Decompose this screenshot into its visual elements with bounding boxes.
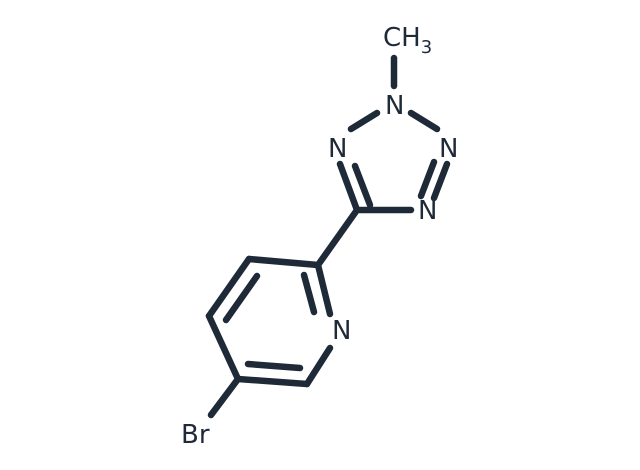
atom-n-left: N <box>328 134 347 164</box>
bond-c6-npy <box>303 344 334 388</box>
bond-c4-c5py <box>205 312 242 383</box>
bond-c3-c4-double <box>222 272 261 324</box>
bond-n2-n1 <box>347 109 381 133</box>
bond-n1-c5-double <box>351 162 374 209</box>
methyl-label: CH3 <box>383 23 432 58</box>
bonds <box>205 54 451 419</box>
bond-npy-c2 <box>314 261 334 318</box>
bond-npy-c2-double <box>300 271 318 316</box>
atom-n-right-bottom: N <box>418 196 437 226</box>
atom-n-methyl: N <box>385 91 404 121</box>
bond-n2-n3 <box>407 109 441 133</box>
bond-c5-c2py <box>314 206 361 269</box>
bond-c5py-c6-double <box>244 360 304 372</box>
atom-n-right-top: N <box>439 134 458 164</box>
bond-n3-n4 <box>430 160 451 202</box>
atom-n-pyridine: N <box>332 316 351 346</box>
bond-c2-c3 <box>245 255 322 269</box>
bond-c5py-c6 <box>234 375 311 388</box>
bond-n3-n4-double <box>417 158 438 200</box>
atom-labels: CH3 N N N N N Br <box>181 23 458 450</box>
bond-c3-c4 <box>205 255 253 320</box>
bond-n1-c5 <box>336 160 361 214</box>
atom-bromine: Br <box>181 420 210 450</box>
bond-c5py-br <box>207 375 242 419</box>
